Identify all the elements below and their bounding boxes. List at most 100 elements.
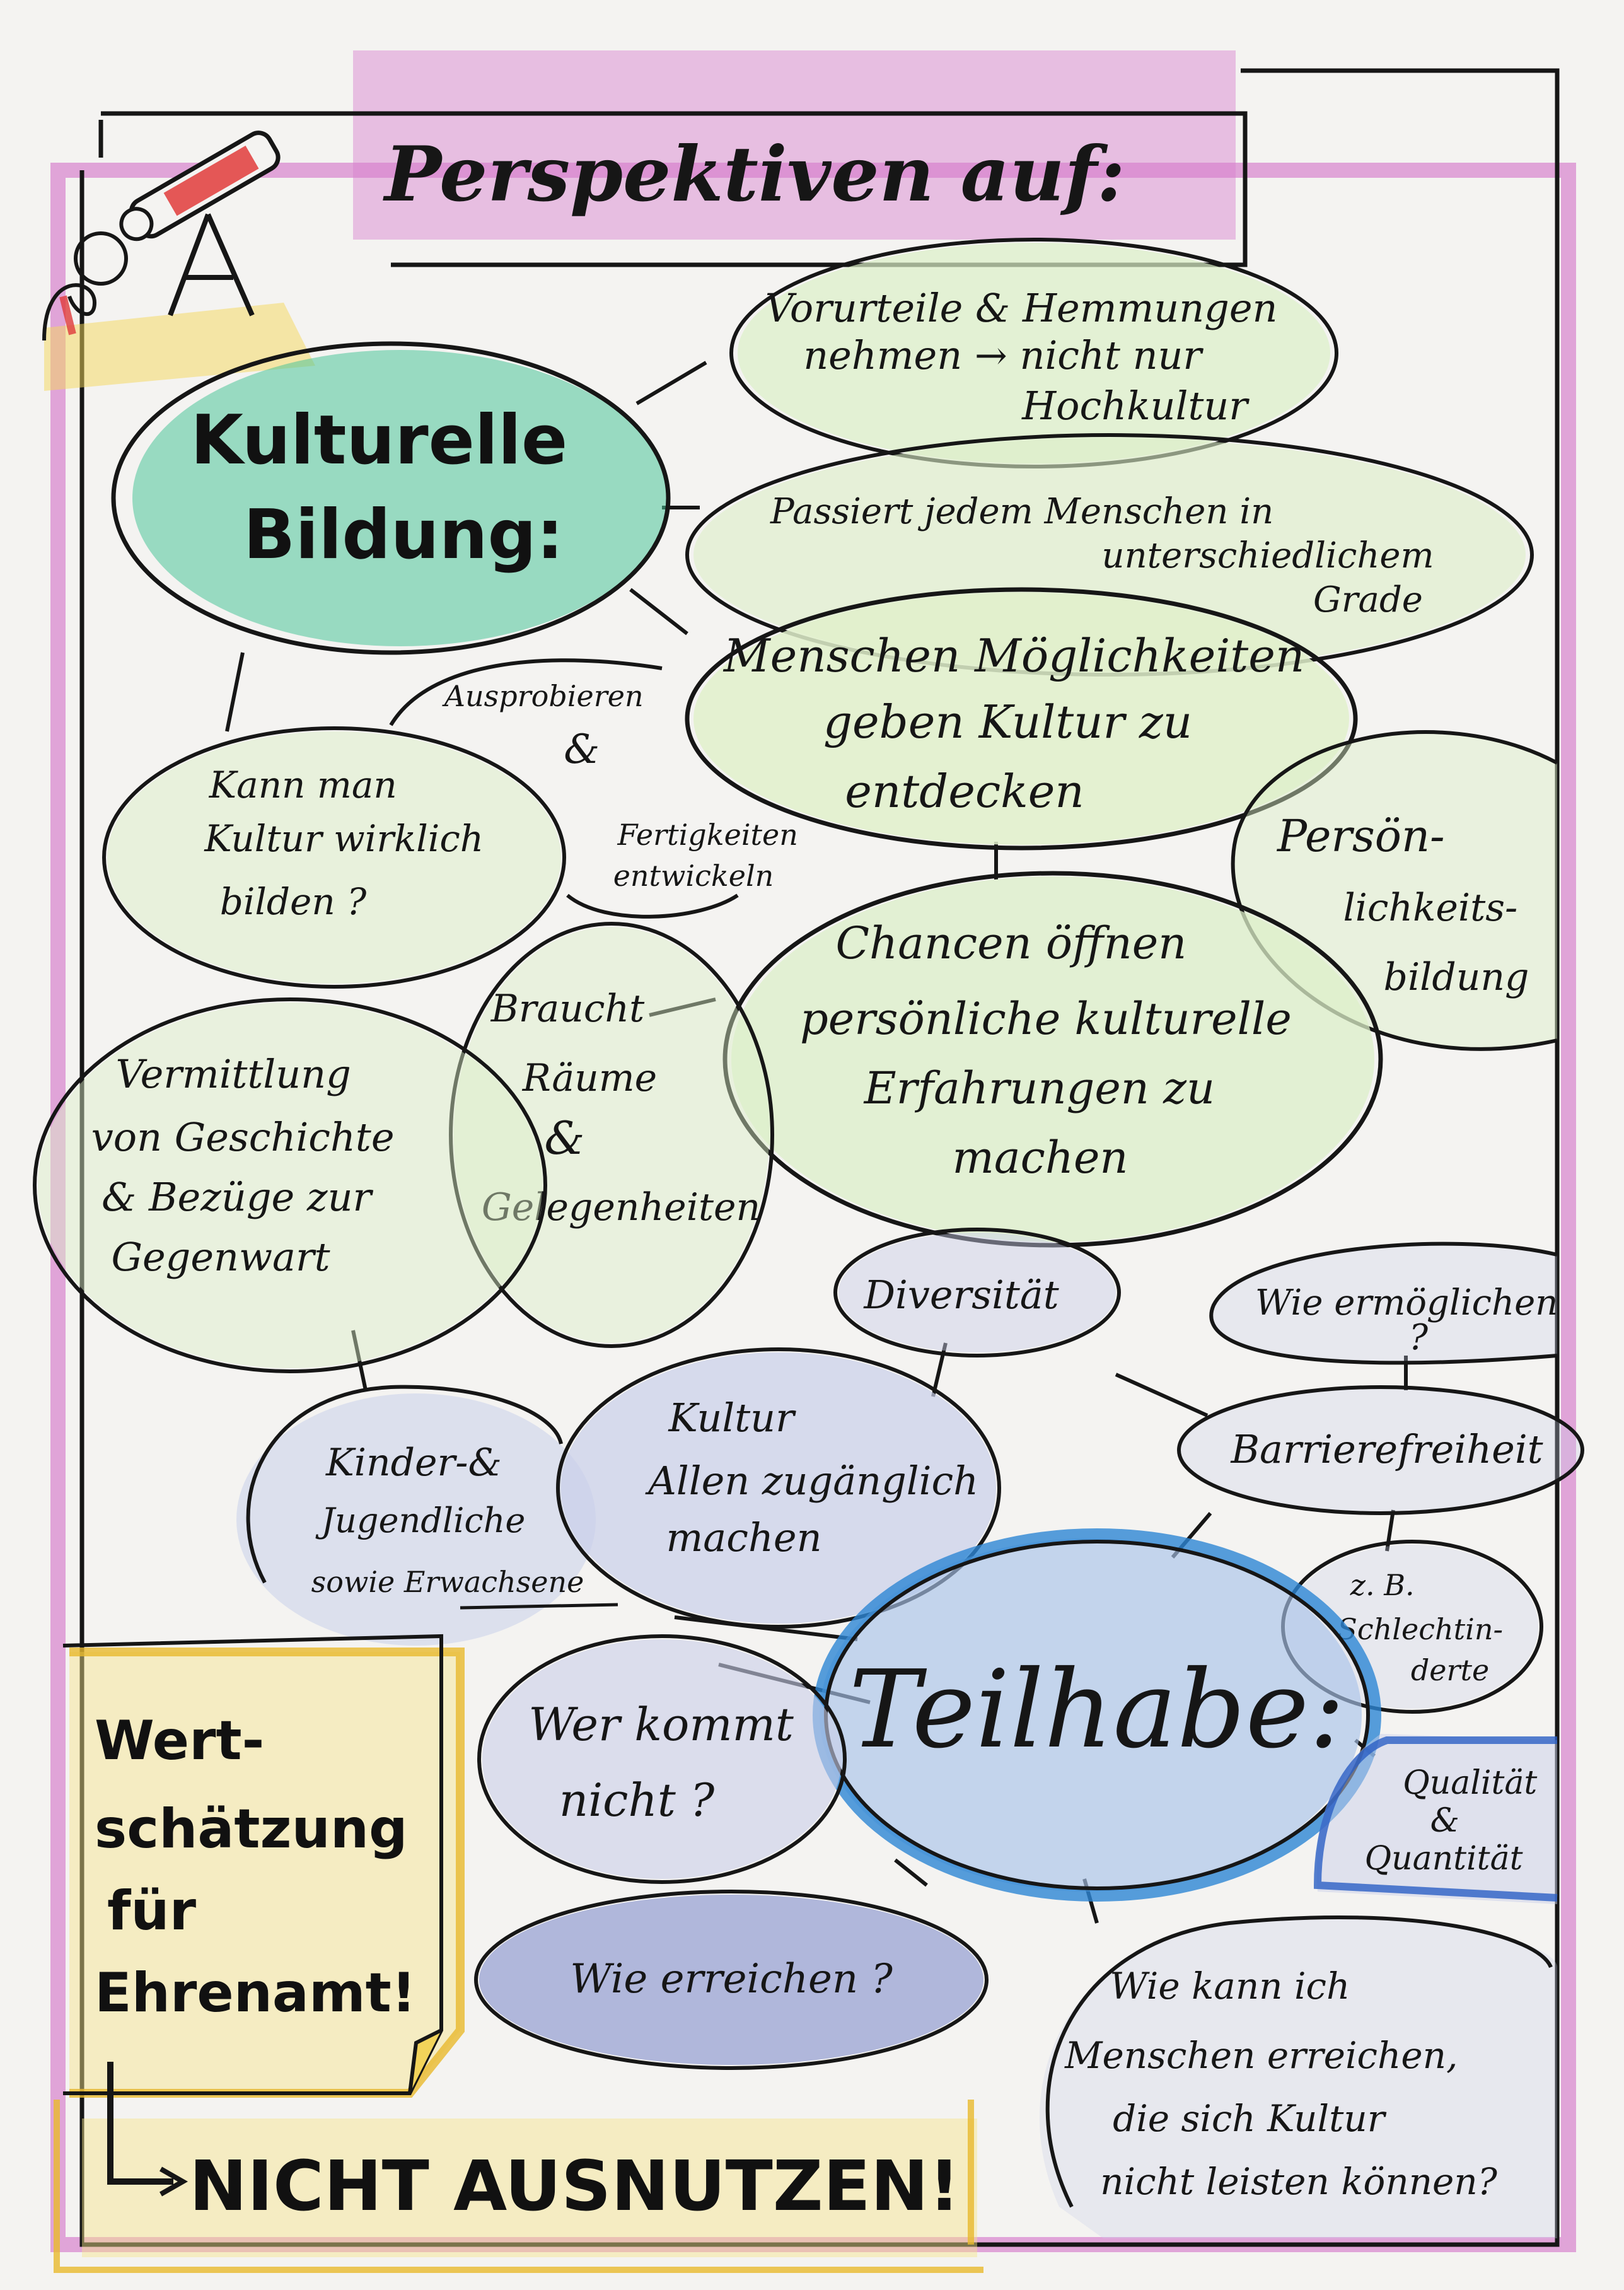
node-line: entdecken xyxy=(845,765,1084,818)
node-line: sowie Erwachsene xyxy=(311,1565,584,1599)
node-line: Menschen erreichen, xyxy=(1064,2034,1458,2077)
svg-text:Wie ermöglichen ?: Wie ermöglichen ? xyxy=(1255,1282,1569,1358)
node-line: Diversität xyxy=(863,1272,1058,1318)
note-wertschaetzung: Wert- schätzung für Ehrenamt! xyxy=(62,1634,465,2098)
node-line: Vorurteile & Hemmungen xyxy=(765,285,1278,331)
node-line: Allen zugänglich xyxy=(645,1458,978,1504)
node-line: machen xyxy=(953,1132,1128,1183)
node-line: Wer kommt xyxy=(528,1698,794,1751)
node-vorurteile: Vorurteile & Hemmungen nehmen → nicht nu… xyxy=(729,238,1338,468)
node-line: & xyxy=(1430,1802,1459,1840)
svg-text:Persön- lichkeits-: Persön- lichkeits- bildung xyxy=(1276,810,1532,999)
hub-kulturelle-bildung: Kulturelle Bildung: xyxy=(111,341,671,655)
node-moeglichkeiten: Menschen Möglichkeiten geben Kultur zu e… xyxy=(685,587,1358,851)
node-line: Fertigkeiten xyxy=(617,818,798,852)
node-line: Jugendliche xyxy=(315,1501,526,1540)
svg-text:Wert- schätzung fü: Wert- schätzung für Ehrenamt! xyxy=(95,1709,427,2025)
svg-text:Vorurteile & Hemmungen n: Vorurteile & Hemmungen nehmen → nicht nu… xyxy=(765,285,1290,429)
hub-line: Kulturelle xyxy=(190,401,567,480)
node-line: Schlechtin- xyxy=(1337,1612,1503,1646)
node-line: Menschen Möglichkeiten xyxy=(722,629,1304,682)
node-line: nicht leisten können? xyxy=(1100,2160,1498,2203)
node-wer-kommt: Wer kommt nicht ? xyxy=(477,1634,847,1884)
svg-text:Menschen Möglichkeiten g: Menschen Möglichkeiten geben Kultur zu e… xyxy=(722,629,1319,818)
note-line: Wert- xyxy=(95,1709,264,1772)
svg-text:Ausprobieren & Fer: Ausprobieren & Fertigkeiten entwickeln xyxy=(442,679,808,893)
svg-text:Kann man Kultur wirklich: Kann man Kultur wirklich bilden ? xyxy=(204,764,495,923)
node-line: Persön- xyxy=(1276,810,1445,862)
svg-text:z. B. Schlechtin-: z. B. Schlechtin- derte xyxy=(1337,1568,1512,1687)
svg-text:Kulturelle Bildung:: Kulturelle Bildung: xyxy=(190,401,591,574)
node-chancen: Chancen öffnen persönliche kulturelle Er… xyxy=(722,871,1383,1248)
node-ausprobieren: Ausprobieren & Fertigkeiten entwickeln xyxy=(389,658,808,919)
node-line: Wie erreichen ? xyxy=(570,1956,893,2002)
node-line: Grade xyxy=(1313,579,1423,620)
node-line: entwickeln xyxy=(613,859,774,893)
node-line: Wie kann ich xyxy=(1110,1965,1350,2008)
node-line: Räume xyxy=(522,1056,657,1100)
node-line: Ausprobieren xyxy=(442,679,644,713)
node-line: ? xyxy=(1409,1317,1429,1358)
note-line: Ehrenamt! xyxy=(95,1962,416,2025)
node-line: Erfahrungen zu xyxy=(863,1062,1215,1114)
node-line: Kultur xyxy=(668,1395,797,1441)
node-line: & Bezüge zur xyxy=(102,1174,373,1220)
node-line: nehmen → nicht nur xyxy=(803,332,1204,378)
node-line: Gelegenheiten xyxy=(482,1185,760,1229)
node-line: die sich Kultur xyxy=(1113,2097,1387,2140)
node-wie-ermoeglichen: Wie ermöglichen ? xyxy=(1209,1241,1569,1365)
svg-text:Chancen öffnen persönlic: Chancen öffnen persönliche kulturelle Er… xyxy=(800,917,1306,1183)
node-line: & xyxy=(564,726,600,773)
svg-text:Kinder-& Jugendliche: Kinder-& Jugendliche sowie Erwachsene xyxy=(311,1441,584,1599)
page-title: Perspektiven auf: xyxy=(383,130,1125,219)
node-wie-erreichen: Wie erreichen ? xyxy=(474,1890,989,2070)
svg-text:Vermittlung von Geschich: Vermittlung von Geschichte & Bezüge zur … xyxy=(91,1051,407,1280)
node-line: machen xyxy=(666,1514,821,1561)
node-line: Quantität xyxy=(1365,1840,1523,1878)
node-line: Kultur wirklich xyxy=(204,817,484,860)
note-line: für xyxy=(107,1880,197,1943)
node-line: z. B. xyxy=(1350,1568,1415,1602)
node-kinder: Kinder-& Jugendliche sowie Erwachsene xyxy=(236,1385,618,1646)
svg-text:Wie kann ich Menschen er: Wie kann ich Menschen erreichen, die sic… xyxy=(1064,1965,1498,2203)
hub-teilhabe: Teilhabe: xyxy=(813,1528,1381,1902)
node-line: Wie ermöglichen xyxy=(1255,1282,1558,1323)
node-line: bildung xyxy=(1384,955,1529,999)
node-barrierefreiheit: Barrierefreiheit xyxy=(1177,1385,1584,1515)
node-line: Gegenwart xyxy=(111,1234,330,1280)
svg-text:Kultur Allen zugänglich: Kultur Allen zugänglich machen xyxy=(645,1395,991,1561)
node-line: Kinder-& xyxy=(325,1441,502,1485)
node-kann-man: Kann man Kultur wirklich bilden ? xyxy=(102,726,566,989)
telescope-icon xyxy=(42,131,315,391)
node-line: Kann man xyxy=(209,764,397,806)
footer-banner: NICHT AUSNUTZEN! xyxy=(54,2062,983,2273)
node-wie-kann-ich: Wie kann ich Menschen erreichen, die sic… xyxy=(1039,1915,1557,2238)
svg-text:Passiert jedem Menschen in: Passiert jedem Menschen in unterschiedli… xyxy=(770,491,1445,620)
svg-text:Wer kommt nicht ?: Wer kommt nicht ? xyxy=(528,1698,808,1827)
node-line: nicht ? xyxy=(559,1774,715,1827)
node-line: Passiert jedem Menschen in xyxy=(770,491,1273,532)
node-line: Braucht xyxy=(490,987,645,1031)
svg-text:Braucht Räume &: Braucht Räume & Gelegenheiten xyxy=(482,987,760,1229)
node-line: persönliche kulturelle xyxy=(800,993,1292,1045)
node-line: derte xyxy=(1411,1653,1489,1687)
hub-title: Teilhabe: xyxy=(849,1648,1345,1772)
hub-line: Bildung: xyxy=(243,496,564,574)
node-line: von Geschichte xyxy=(91,1114,395,1160)
outer-frame xyxy=(50,68,1576,2252)
node-line: Barrierefreiheit xyxy=(1230,1426,1543,1472)
title-banner: Perspektiven auf: xyxy=(98,50,1248,267)
node-vermittlung: Vermittlung von Geschichte & Bezüge zur … xyxy=(33,997,547,1373)
footer-text: NICHT AUSNUTZEN! xyxy=(189,2146,960,2226)
node-qualitaet: Qualität & Quantität xyxy=(1313,1734,1558,1904)
node-line: unterschiedlichem xyxy=(1102,535,1434,576)
node-line: Qualität xyxy=(1403,1764,1537,1802)
node-line: Hochkultur xyxy=(1021,383,1250,429)
node-line: Chancen öffnen xyxy=(835,917,1186,969)
node-line: & xyxy=(544,1112,584,1165)
node-line: Vermittlung xyxy=(116,1051,351,1097)
node-line: lichkeits- xyxy=(1343,886,1517,930)
svg-text:Qualität & Quantit: Qualität & Quantität xyxy=(1365,1764,1548,1878)
note-line: schätzung xyxy=(95,1798,408,1861)
